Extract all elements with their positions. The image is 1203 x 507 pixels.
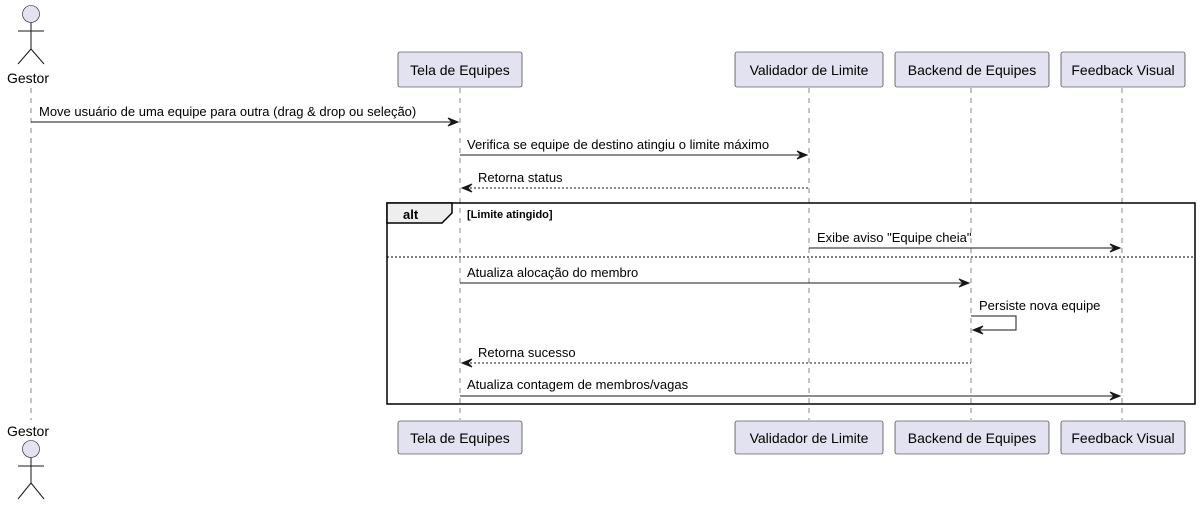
- arrow-right-icon: [1109, 243, 1122, 253]
- participant-box: [397, 51, 523, 88]
- messages: Move usuário de uma equipe para outra (d…: [31, 104, 1122, 401]
- participant-label: Tela de Equipes: [410, 62, 510, 78]
- participant-label: Tela de Equipes: [410, 430, 510, 446]
- participant-tela-top: Tela de Equipes: [397, 51, 523, 88]
- message-verify-limit: Verifica se equipe de destino atingiu o …: [460, 137, 809, 160]
- participant-validador-top: Validador de Limite: [734, 51, 884, 88]
- actor-gestor-top: Gestor: [7, 5, 49, 86]
- alt-frame-tab: [386, 202, 453, 224]
- message-label: Atualiza alocação do membro: [467, 265, 638, 280]
- message-persist-team: Persiste nova equipe: [971, 298, 1100, 335]
- participant-validador-bottom: Validador de Limite: [734, 420, 884, 455]
- participant-box: [894, 420, 1050, 455]
- message-show-warning: Exibe aviso "Equipe cheia": [809, 230, 1122, 253]
- message-return-success: Retorna sucesso: [460, 345, 971, 368]
- actor-gestor-bottom: Gestor: [7, 423, 49, 500]
- participant-backend-bottom: Backend de Equipes: [894, 420, 1050, 455]
- participant-label: Validador de Limite: [750, 430, 869, 446]
- arrow-left-icon: [971, 325, 984, 335]
- participant-feedback-bottom: Feedback Visual: [1060, 420, 1186, 455]
- participant-box: [734, 51, 884, 88]
- message-label: Move usuário de uma equipe para outra (d…: [39, 104, 416, 119]
- message-label: Verifica se equipe de destino atingiu o …: [467, 137, 769, 152]
- message-label: Retorna status: [478, 170, 563, 185]
- arrow-right-icon: [1109, 391, 1122, 401]
- participant-feedback-top: Feedback Visual: [1060, 51, 1186, 88]
- alt-frame-guard: [Limite atingido]: [467, 209, 553, 221]
- arrow-right-icon: [796, 150, 809, 160]
- actor-label: Gestor: [7, 70, 49, 86]
- participant-label: Backend de Equipes: [908, 62, 1036, 78]
- message-label: Persiste nova equipe: [979, 298, 1100, 313]
- participant-label: Feedback Visual: [1071, 430, 1174, 446]
- participant-backend-top: Backend de Equipes: [894, 51, 1050, 88]
- message-label: Atualiza contagem de membros/vagas: [467, 377, 689, 392]
- message-update-allocation: Atualiza alocação do membro: [460, 265, 971, 288]
- alt-frame-border: [386, 202, 1196, 405]
- arrow-right-icon: [958, 278, 971, 288]
- message-label: Retorna sucesso: [478, 345, 576, 360]
- alt-frame: alt [Limite atingido]: [386, 202, 1196, 405]
- message-update-count: Atualiza contagem de membros/vagas: [460, 377, 1122, 401]
- participant-label: Validador de Limite: [750, 62, 869, 78]
- message-line: [971, 315, 1017, 331]
- actor-head-icon: [22, 440, 40, 458]
- participant-box: [1060, 420, 1186, 455]
- participant-tela-bottom: Tela de Equipes: [397, 420, 523, 455]
- participant-box: [1060, 51, 1186, 88]
- alt-frame-keyword: alt: [403, 207, 419, 222]
- actor-label: Gestor: [7, 423, 49, 439]
- participant-box: [894, 51, 1050, 88]
- participant-box: [734, 420, 884, 455]
- message-return-status: Retorna status: [460, 170, 809, 193]
- actor-head-icon: [22, 5, 40, 23]
- arrow-right-icon: [447, 117, 460, 127]
- participant-label: Backend de Equipes: [908, 430, 1036, 446]
- participant-box: [397, 420, 523, 455]
- participant-label: Feedback Visual: [1071, 62, 1174, 78]
- arrow-left-icon: [460, 183, 473, 193]
- message-label: Exibe aviso "Equipe cheia": [817, 230, 972, 245]
- message-move-user: Move usuário de uma equipe para outra (d…: [31, 104, 460, 127]
- arrow-left-icon: [460, 358, 473, 368]
